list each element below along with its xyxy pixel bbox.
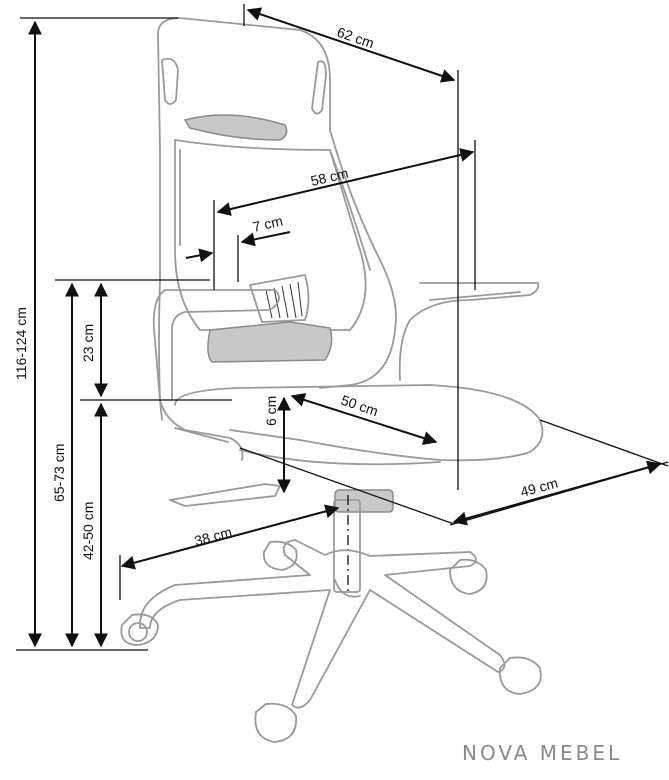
brand-logo: NOVA MEBEL	[462, 741, 622, 765]
base-radius-line	[120, 504, 340, 570]
seat	[174, 384, 544, 466]
right-armrest	[398, 282, 540, 381]
seat-depth-line	[290, 393, 438, 445]
depth-line	[246, 7, 456, 83]
office-chair-illustration	[120, 17, 544, 743]
caster-front	[254, 702, 297, 743]
caster-left	[120, 613, 159, 646]
seat-depth-label: 50 cm	[339, 392, 380, 420]
seat-height-label: 42-50 cm	[80, 502, 96, 560]
five-star-base	[120, 539, 542, 743]
lumbar-arrow-right	[240, 231, 291, 247]
dimension-lines	[16, 4, 669, 651]
seat-thickness-label: 6 cm	[263, 396, 279, 426]
lumbar-support	[249, 274, 310, 323]
caster-right	[449, 558, 488, 595]
caster-back	[262, 540, 298, 571]
seat-width-line	[452, 460, 662, 526]
lumbar-arrow-left	[185, 248, 214, 263]
armrest-height-label: 65-73 cm	[51, 444, 67, 502]
backrest-width-line	[216, 148, 475, 216]
total-height-label: 116-124 cm	[13, 307, 29, 380]
caster-front-right	[498, 656, 542, 695]
lumbar-label: 7 cm	[251, 213, 284, 235]
armrest-above-seat-label: 23 cm	[80, 324, 96, 362]
left-armrest	[152, 289, 333, 461]
base-radius-label: 38 cm	[193, 524, 234, 549]
seat-width-label: 49 cm	[519, 475, 560, 500]
